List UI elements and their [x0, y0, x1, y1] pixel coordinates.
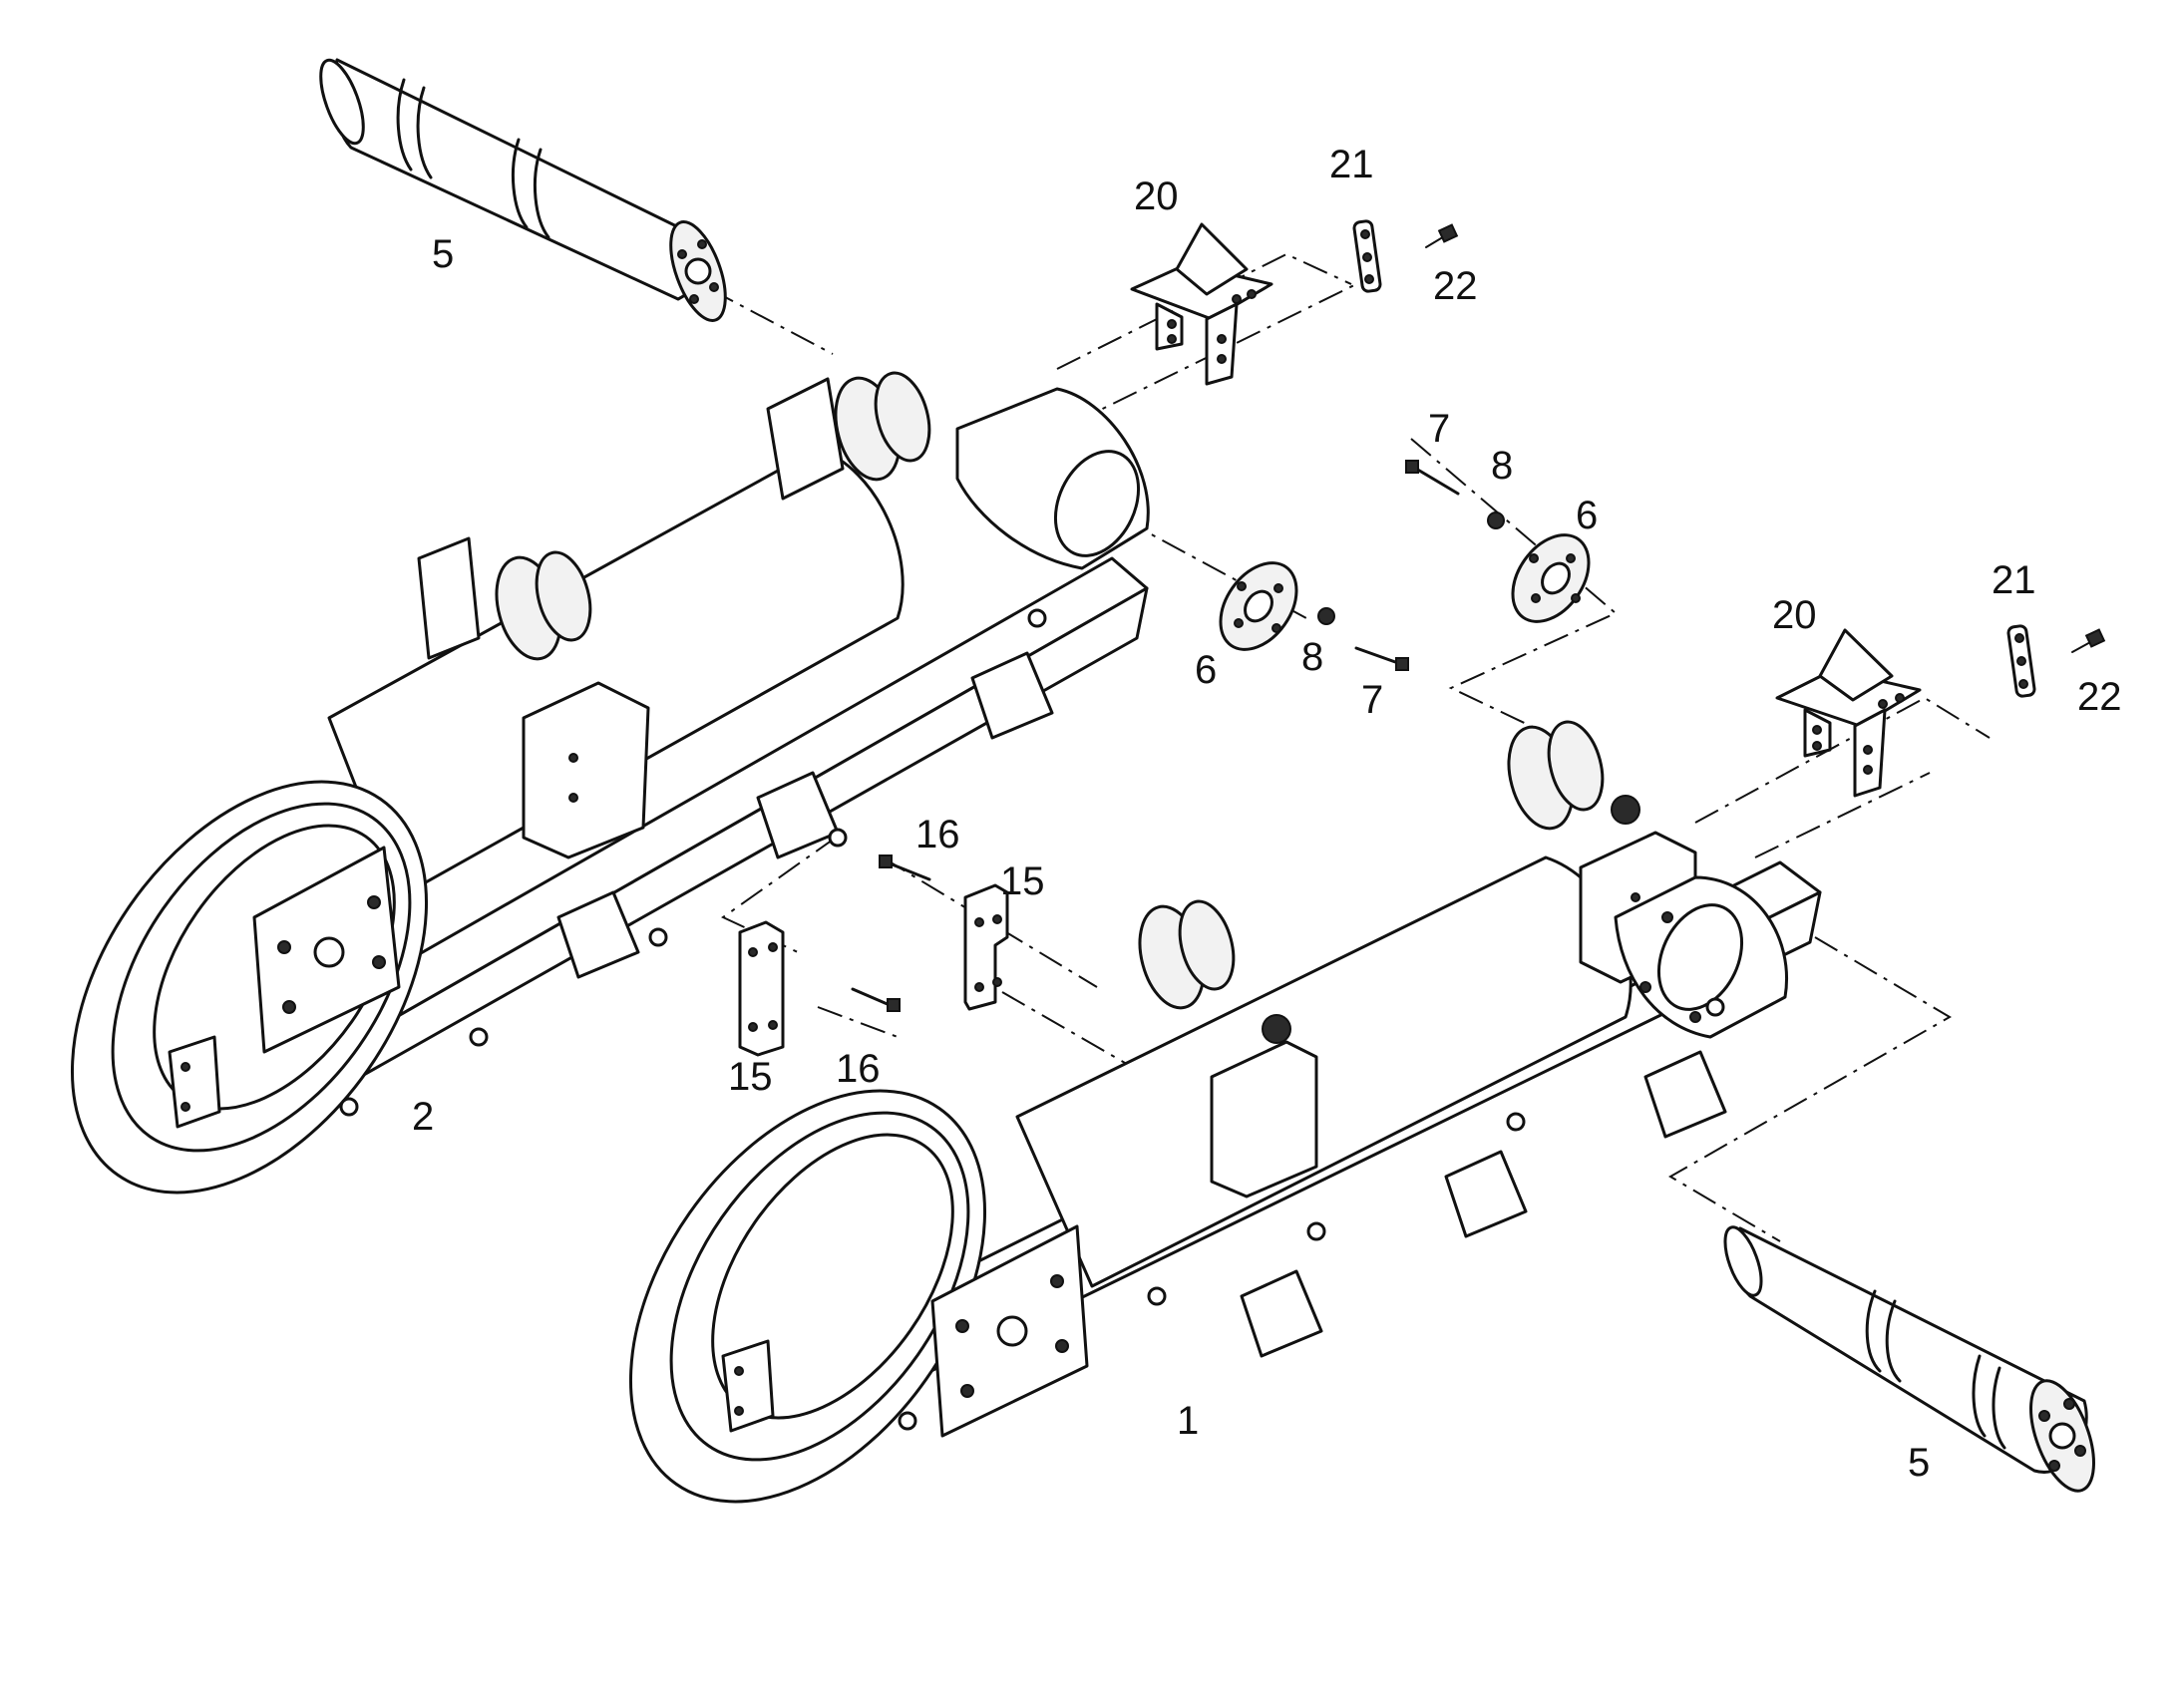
bolt-7-lower — [1354, 646, 1409, 671]
plate-21-right — [2006, 624, 2036, 698]
bolt-22-top — [1425, 223, 1459, 248]
bracket-20-right — [1775, 628, 1922, 798]
callout-1: 1 — [1177, 1399, 1199, 1443]
plate-21-top — [1352, 219, 1382, 293]
callout-16-lower: 16 — [836, 1047, 881, 1091]
nut-8-lower — [1317, 607, 1335, 625]
shaft-5-top — [319, 58, 727, 322]
washer-6-upper — [1511, 533, 1591, 623]
bolt-16-upper — [879, 854, 931, 881]
nut-8-upper — [1487, 512, 1505, 529]
bracket-20-top — [1130, 222, 1273, 386]
callout-6-upper: 6 — [1576, 494, 1598, 537]
track-frame-1 — [628, 720, 1822, 1504]
callout-22-top: 22 — [1433, 264, 1478, 308]
callout-15-left: 15 — [728, 1055, 773, 1099]
shaft-5-bottom — [1723, 1225, 2095, 1493]
track-frame-2 — [70, 371, 1150, 1195]
callout-6-lower: 6 — [1195, 648, 1217, 692]
callout-labels: 5 20 21 22 7 8 6 6 8 7 20 21 22 16 15 15… — [412, 143, 2122, 1485]
callout-21-right: 21 — [1992, 558, 2036, 602]
callout-16-upper: 16 — [915, 813, 960, 856]
callout-7-upper: 7 — [1428, 407, 1450, 451]
callout-8-upper: 8 — [1491, 444, 1513, 488]
callout-5-top: 5 — [432, 232, 454, 276]
callout-21-top: 21 — [1329, 143, 1374, 186]
callout-20-right: 20 — [1772, 593, 1817, 637]
callout-15-right: 15 — [1000, 859, 1045, 903]
block-15-right — [963, 883, 1009, 1011]
callout-5-bottom: 5 — [1908, 1441, 1930, 1485]
bolt-7-upper — [1405, 460, 1460, 496]
callout-2: 2 — [412, 1095, 434, 1139]
block-15-left — [738, 920, 785, 1057]
callout-7-lower: 7 — [1361, 678, 1383, 722]
washer-6-lower — [1219, 561, 1298, 651]
callout-8-lower: 8 — [1301, 635, 1323, 679]
callout-20-top: 20 — [1134, 174, 1179, 218]
bolt-16-lower — [851, 987, 901, 1012]
callout-22-right: 22 — [2077, 675, 2122, 719]
bolt-22-right — [2071, 628, 2106, 653]
